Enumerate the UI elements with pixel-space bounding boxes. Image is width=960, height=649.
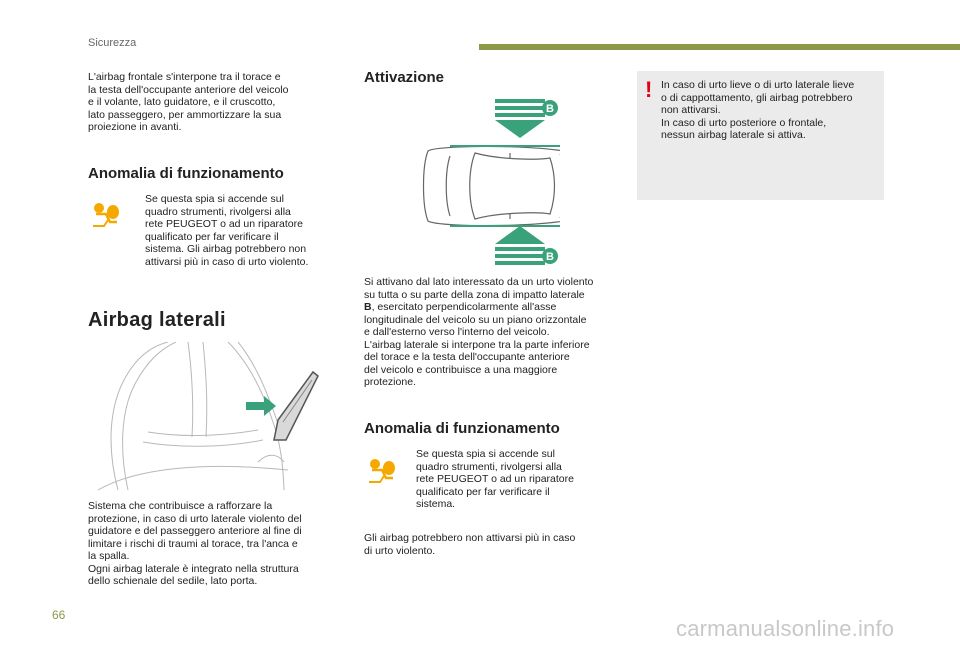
diagram-label-top: B bbox=[546, 103, 554, 115]
activation-zone-label: B bbox=[364, 301, 372, 313]
fault-text-2: Se questa spia si accende sul quadro str… bbox=[416, 448, 574, 510]
seat-side-airbag-diagram bbox=[97, 342, 319, 491]
fault-heading-1: Anomalia di funzionamento bbox=[88, 165, 284, 182]
side-airbags-heading: Airbag laterali bbox=[88, 309, 226, 331]
warning-exclamation-icon: ! bbox=[645, 77, 653, 102]
warning-text: In caso di urto lieve o di urto laterale… bbox=[661, 79, 855, 141]
side-airbag-text: Sistema che contribuisce a rafforzare la… bbox=[88, 500, 302, 587]
airbag-warning-light-icon bbox=[369, 459, 395, 483]
airbag-warning-light-icon bbox=[93, 203, 119, 227]
section-title: Sicurezza bbox=[88, 37, 137, 49]
warning-box bbox=[637, 71, 884, 200]
activation-heading: Attivazione bbox=[364, 69, 445, 86]
diagram-label-bottom: B bbox=[546, 251, 554, 263]
fault-heading-2: Anomalia di funzionamento bbox=[364, 420, 560, 437]
activation-text-part2: , esercitato perpendicolarmente all'asse… bbox=[364, 301, 590, 388]
header-accent-bar bbox=[479, 44, 960, 50]
car-top-view-diagram: B B bbox=[422, 99, 560, 265]
page-number: 66 bbox=[52, 608, 66, 622]
after-fault-text: Gli airbag potrebbero non attivarsi più … bbox=[364, 532, 576, 557]
impact-arrow-icon bbox=[246, 396, 276, 416]
watermark: carmanualsonline.info bbox=[676, 616, 895, 641]
activation-text: Si attivano dal lato interessato da un u… bbox=[364, 276, 626, 389]
frontal-airbag-intro: L'airbag frontale s'interpone tra il tor… bbox=[88, 71, 289, 133]
activation-text-part1: Si attivano dal lato interessato da un u… bbox=[364, 276, 594, 301]
fault-text-1: Se questa spia si accende sul quadro str… bbox=[145, 193, 309, 268]
